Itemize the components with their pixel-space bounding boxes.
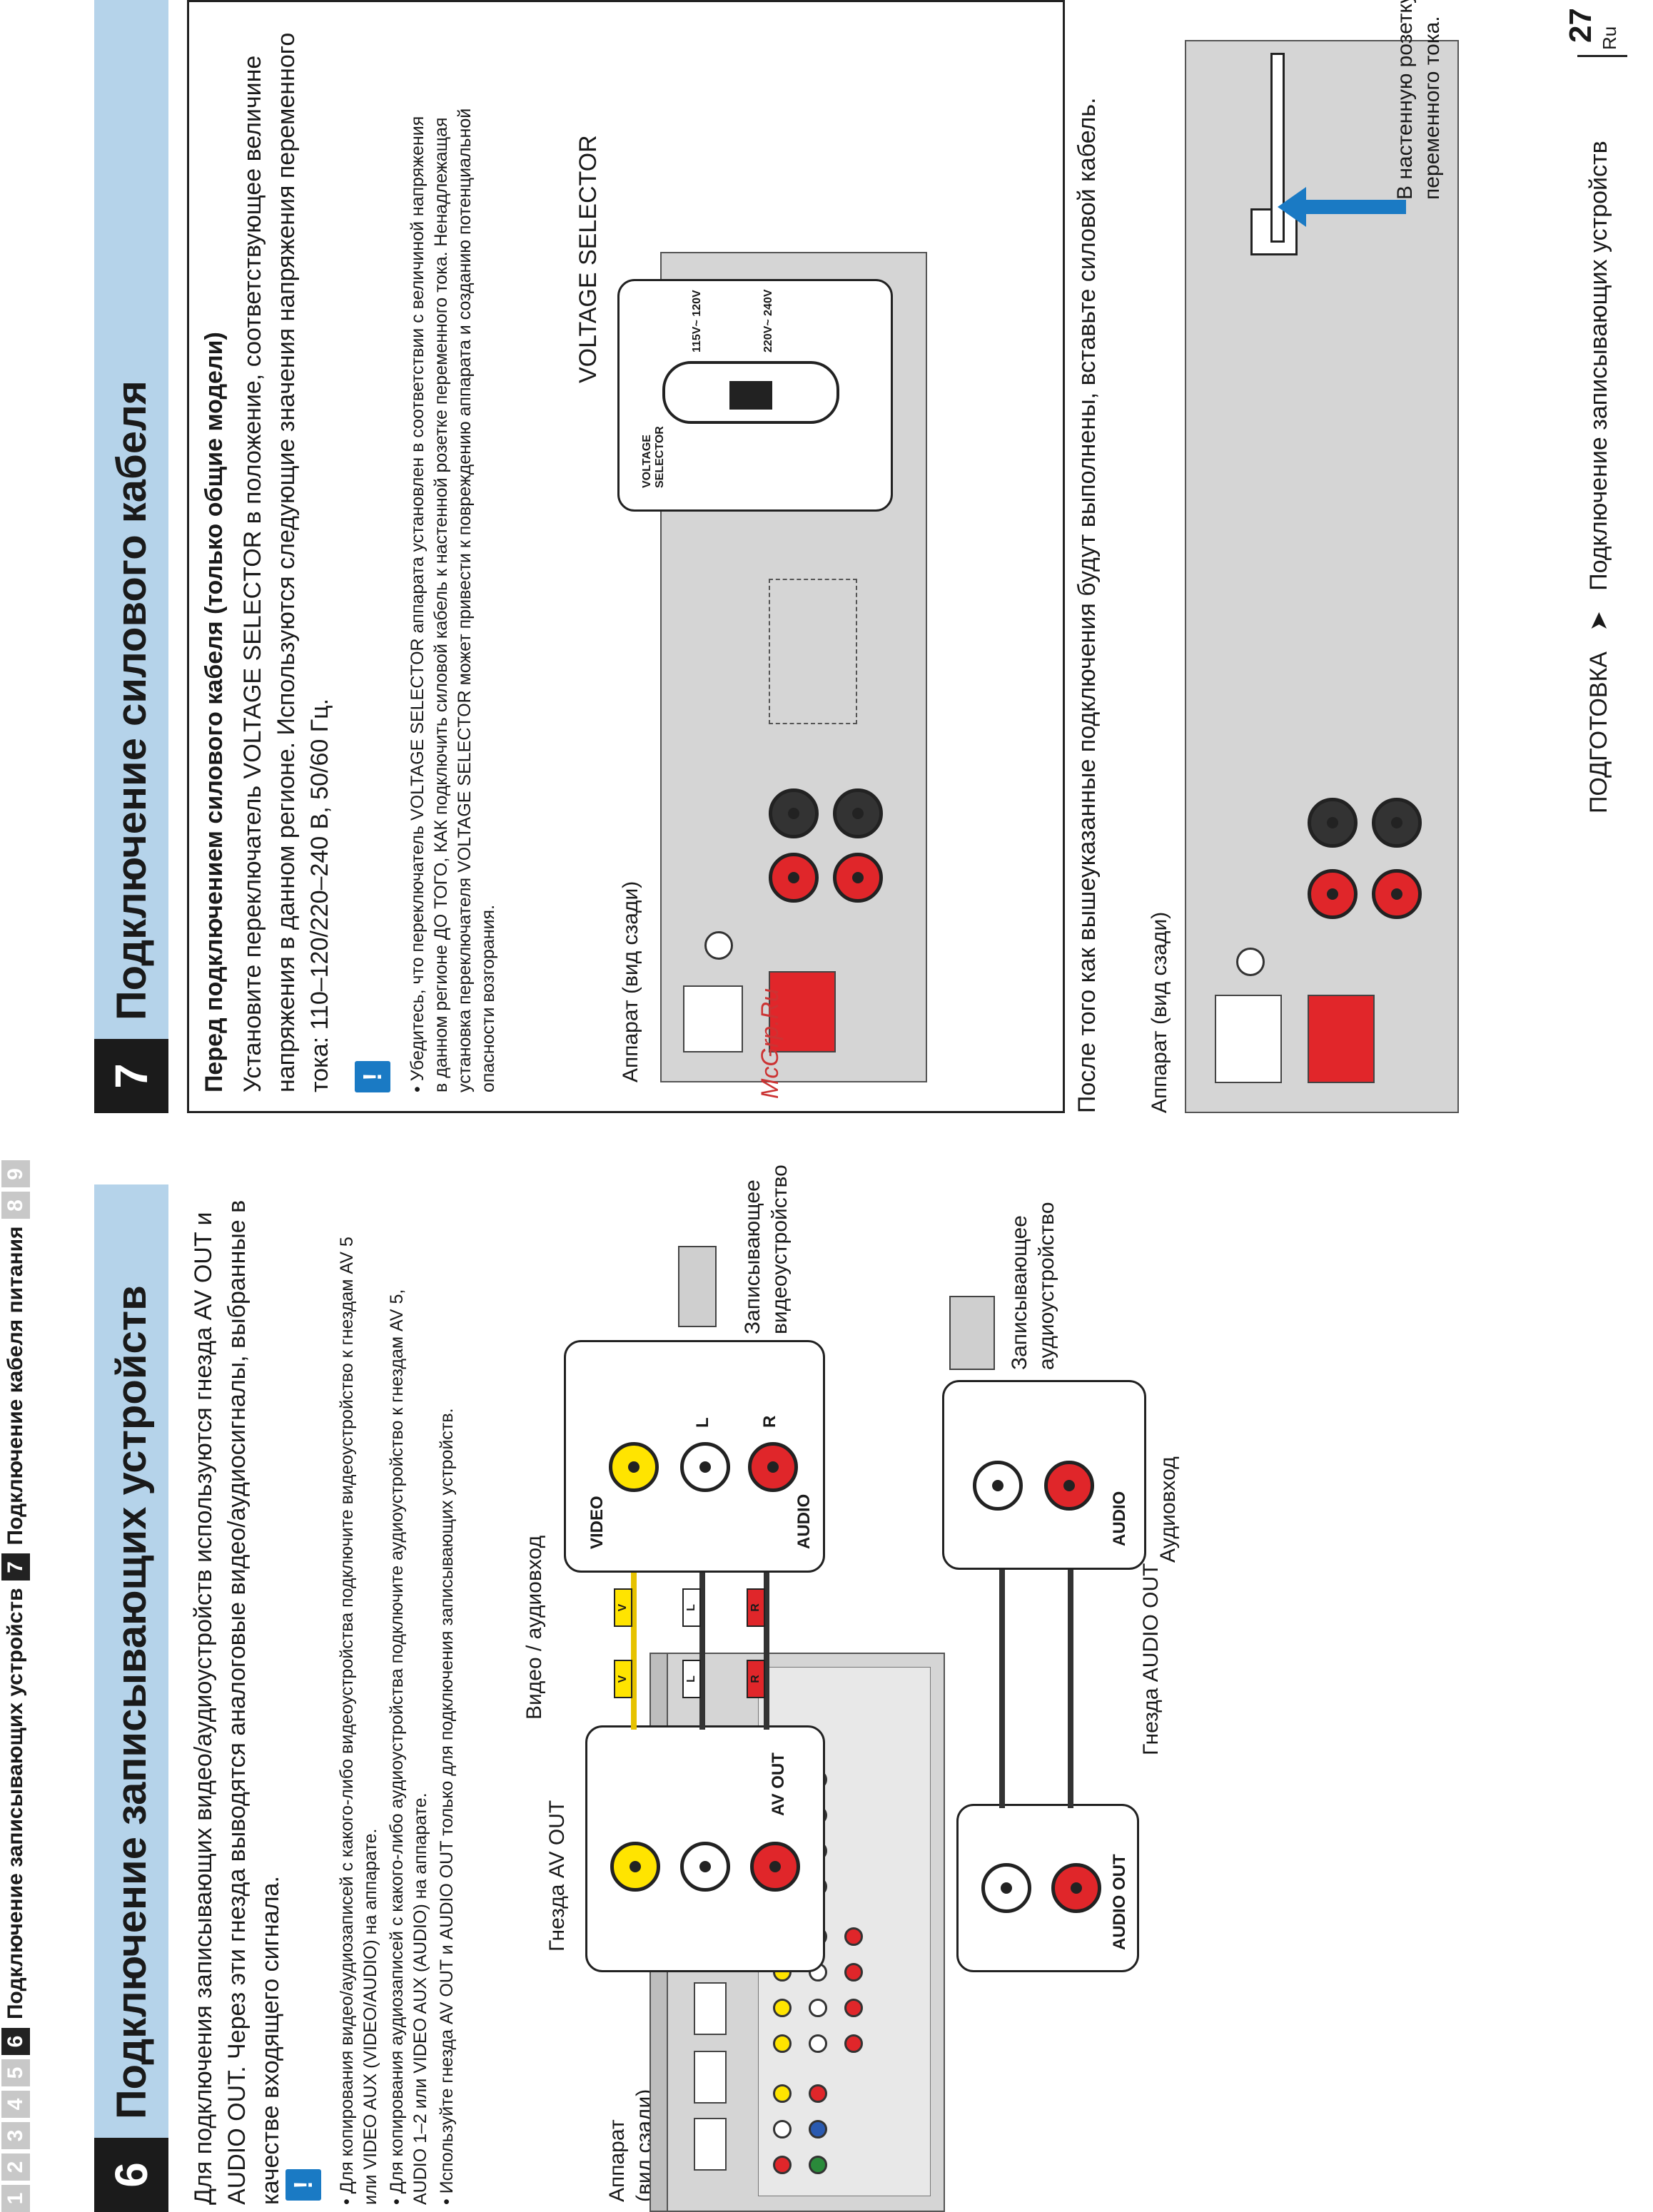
footer-section[interactable]: ПОДГОТОВКА [1585,651,1612,813]
video-plug: V [614,1660,632,1698]
left-plug: L [682,1588,701,1627]
antenna-port [683,985,743,1052]
section-7-title: Подключение силового кабеля [108,380,155,1020]
video-audio-in-label: Видео / аудиовход [522,1535,546,1720]
notice-icon: ! [355,1061,390,1092]
rec-audio-label-line1: Записывающее [1008,1215,1031,1370]
note-item: • Для копирования аудиозаписей с какого-… [387,1289,430,2205]
wall-outlet-label-line2: переменного тока. [1420,16,1444,200]
av-out-callout: AV OUT [585,1725,825,1972]
recording-audio-device [949,1296,995,1370]
av-out-left-jack[interactable] [680,1842,730,1892]
chapter-nav: 1 2 3 4 5 6 Подключение записывающих уст… [0,0,31,2212]
page-number: 27 [1563,8,1598,43]
rec-video-label-line2: видеоустройство [768,1165,792,1334]
notice-icon: ! [285,2169,321,2201]
video-plug: V [614,1588,632,1627]
after-connection-text: После того как вышеуказанные подключения… [1073,97,1101,1113]
watermark: McGrp.Ru [757,988,784,1099]
nav-item-7[interactable]: 7 [1,1553,30,1581]
audio-out-label: AUDIO OUT [1110,1854,1129,1950]
nav-item-7-label[interactable]: Подключение кабеля питания [4,1226,27,1546]
up-arrow-icon [1278,187,1406,227]
nav-item-8[interactable]: 8 [1,1192,30,1219]
nav-item-9[interactable]: 9 [1,1160,30,1188]
vs-115: 115V~ 120V [691,290,703,352]
rec-audio-label-line2: аудиоустройство [1035,1202,1058,1370]
audio-in-callout: AUDIO [942,1380,1146,1570]
hdmi-port [694,2118,727,2171]
section-7-number: 7 [94,1039,168,1113]
switch-knob[interactable] [729,381,772,410]
section-6-notes: • Для копирования видео/аудиозаписей с к… [335,1234,462,2205]
unit-rear-label-2: Аппарат (вид сзади) [1148,911,1171,1113]
nav-item-6-label[interactable]: Подключение записывающих устройств [4,1588,27,2019]
nav-item-3[interactable]: 3 [1,2122,30,2149]
left-plug: L [682,1660,701,1698]
voltage-selector-label: VOLTAGE SELECTOR [575,135,602,383]
footer-lang: Ru [1599,26,1620,50]
vs-230: 220V~ 240V [762,289,774,352]
audio-in-left-jack[interactable] [680,1442,730,1492]
voltage-selector-switch[interactable] [662,361,839,424]
selector-location-marker [769,579,857,724]
video-in-jack[interactable] [609,1442,659,1492]
section-7-header: 7 Подключение силового кабеля [94,0,168,1113]
voltage-box-text: Установите переключатель VOLTAGE SELECTO… [239,32,333,1092]
hdmi-port [694,2051,727,2104]
rec-video-label-line1: Записывающее [741,1179,764,1334]
section-6-title: Подключение записывающих устройств [108,1285,155,2119]
audio-cable-left [999,1570,1005,1808]
audio-in-label: AUDIO [794,1493,814,1549]
audio-out-callout: AUDIO OUT [956,1804,1139,1972]
section-6-intro: Для подключения записывающих видео/аудио… [190,1199,284,2205]
video-in-label: VIDEO [587,1496,607,1549]
speaker-terminal [1308,995,1375,1083]
footer-arrow-icon: ➤ [1585,611,1612,631]
section-6-header: 6 Подключение записывающих устройств [94,1184,168,2212]
audio-out-right-jack[interactable] [1051,1863,1101,1913]
av-out-jacks-label: Гнезда AV OUT [545,1800,569,1952]
footer-breadcrumb: ПОДГОТОВКА ➤ Подключение записывающих ус… [1584,141,1613,813]
recording-video-device [678,1246,717,1327]
audio-out-left-jack[interactable] [981,1863,1031,1913]
section-6-number: 6 [94,2138,168,2212]
av-out-right-jack[interactable] [750,1842,800,1892]
jack-l-label: L [693,1417,712,1428]
voltage-box-heading: Перед подключением силового кабеля (толь… [201,332,228,1092]
video-audio-in-callout: VIDEO L R AUDIO [564,1340,825,1573]
audio-in-label: Аудиовход [1156,1456,1180,1563]
nav-item-4[interactable]: 4 [1,2091,30,2118]
jack-r-label: R [760,1415,779,1428]
av-out-label: AV OUT [769,1752,788,1816]
footer-divider [1577,55,1627,57]
antenna-port [1215,995,1282,1083]
voltage-selector-box: Перед подключением силового кабеля (толь… [187,0,1065,1113]
nav-item-6[interactable]: 6 [1,2028,30,2055]
audio-in-right-jack[interactable] [748,1442,798,1492]
hdmi-port [694,1982,727,2035]
note-item: • Для копирования видео/аудиозаписей с к… [337,1237,380,2205]
voltage-selector-callout: VOLTAGE SELECTOR 115V~ 120V 220V~ 240V [617,279,893,512]
unit-rear-label-line1: Аппарат [605,2119,629,2202]
wall-outlet-label-line1: В настенную розетку [1393,0,1417,200]
nav-item-2[interactable]: 2 [1,2153,30,2181]
av-out-video-jack[interactable] [610,1842,660,1892]
voltage-box-note: • Убедитесь, что переключатель VOLTAGE S… [408,108,498,1092]
audio-out-jacks-label: Гнезда AUDIO OUT [1139,1563,1163,1755]
right-plug: R [747,1660,765,1698]
right-plug: R [747,1588,765,1627]
note-item: • Используйте гнезда AV OUT и AUDIO OUT … [437,1408,457,2205]
audio-cable-right [1068,1570,1073,1808]
rec-audio-in-label: AUDIO [1110,1491,1129,1546]
unit-rear-label: Аппарат (вид сзади) [619,881,642,1082]
rec-audio-in-left-jack[interactable] [973,1461,1023,1511]
rec-audio-in-right-jack[interactable] [1044,1461,1094,1511]
footer-subsection[interactable]: Подключение записывающих устройств [1585,141,1612,591]
nav-item-5[interactable]: 5 [1,2059,30,2086]
nav-item-1[interactable]: 1 [1,2185,30,2212]
